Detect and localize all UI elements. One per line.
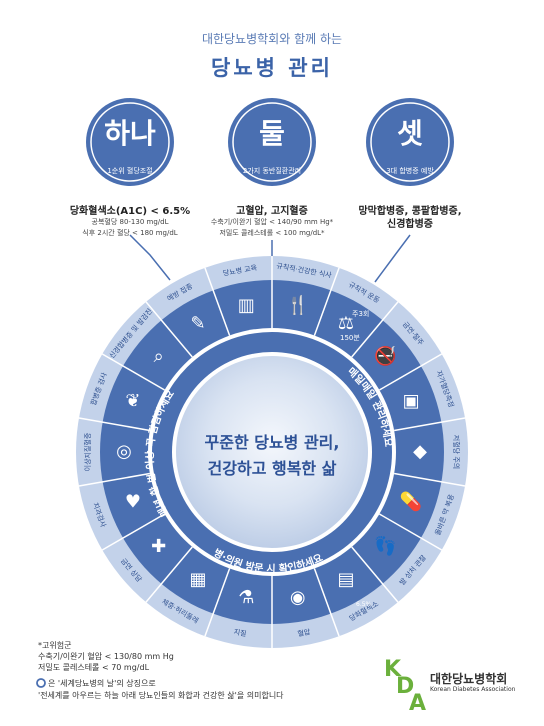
goal-circle-1 [86, 98, 174, 186]
a1c-badge: 6.5% [356, 601, 372, 608]
wheel-outer-label: 이상지질혈증 [83, 432, 92, 471]
glucose-meter-icon: ▣ [403, 390, 420, 411]
goal-circle-2 [228, 98, 316, 186]
svg-text:K: K [384, 657, 402, 682]
notebook-icon: ▥ [238, 295, 255, 316]
goal-1-label: 당화혈색소(A1C) < 6.5% [69, 206, 191, 217]
wheel-spoke [351, 546, 399, 603]
a1c-chart-icon: ▤ [337, 569, 354, 590]
exercise-note-frequency: 주3회 [352, 310, 369, 318]
wheel-spoke [78, 472, 151, 487]
kda-logo-mark: K D A [384, 657, 426, 716]
tooth-heart-icon: ♥ [125, 492, 141, 513]
wheel-outer-label: 저혈당 주의 [452, 435, 461, 469]
exercise-note-minutes: 150분 [340, 334, 360, 342]
wheel-spoke [313, 568, 340, 637]
candy-icon: ◆ [413, 441, 427, 462]
goal-circle-3 [366, 98, 454, 186]
footnote-symbol: 은 '세계당뇨병의 날'의 상징으로 [48, 679, 156, 688]
wheel-spoke [313, 267, 340, 336]
wheel-spoke [78, 417, 151, 432]
goal-2-label: 고혈압, 고지혈증 [236, 206, 308, 217]
magnifier-foot-icon: ⌕ [154, 346, 164, 367]
test-tube-icon: ⚗ [238, 587, 254, 608]
dumbbell-icon: ⚖ [338, 313, 354, 334]
wheel-outer-label: 지질 [233, 627, 247, 638]
subtitle: 대한당뇨병학회와 함께 하는 [201, 32, 343, 46]
goal-2-detail-2: 저밀도 콜레스테롤 < 100 mg/dL* [219, 229, 325, 237]
blue-circle-symbol-icon [36, 678, 46, 688]
wheel-spoke [145, 301, 193, 358]
goal-1-tag: 1순위 혈당조절 [107, 167, 153, 175]
no-smoking-icon: 🚭 [374, 345, 396, 367]
kidney-icon: ❦ [125, 390, 140, 411]
blood-pressure-icon: ◉ [290, 587, 306, 608]
wheel-spoke [379, 353, 443, 391]
svg-text:D: D [396, 674, 414, 699]
wheel-spoke [351, 301, 399, 358]
wheel-spoke [204, 267, 231, 336]
wheel-spoke [393, 472, 466, 487]
svg-text:A: A [409, 691, 426, 716]
fork-spoon-icon: 🍴 [286, 294, 308, 316]
goal-1-detail-1: 공복혈당 80-130 mg/dL [91, 218, 169, 226]
footnote-star: *고위험군 [38, 641, 72, 650]
wheel-spoke [204, 568, 231, 637]
footnote-ldl: 저밀도 콜레스테롤 < 70 mg/dL [38, 663, 150, 672]
syringe-icon: ✎ [190, 313, 205, 334]
goal-3-numeral: 셋 [397, 117, 423, 150]
goal-1-numeral: 하나 [104, 117, 156, 150]
wheel-spoke [393, 417, 466, 432]
goal-3-tag: 3대 합병증 예방 [386, 167, 434, 175]
scale-icon: ▦ [189, 569, 206, 590]
goal-3-label: 망막합병증, 콩팥합병증, [358, 206, 462, 217]
pill-icon: 💊 [400, 491, 422, 513]
goal-2-numeral: 둘 [259, 117, 285, 150]
foot-icon: 👣 [374, 535, 396, 557]
goal-2-detail-1: 수축기/이완기 혈압 < 140/90 mm Hg* [210, 218, 334, 226]
goal-3-label-2: 신경합병증 [387, 219, 433, 230]
wheel-spoke [379, 513, 443, 551]
page-title: 당뇨병 관리 [211, 56, 333, 80]
center-text-line2: 건강하고 행복한 삶 [208, 459, 337, 478]
wheel-spoke [101, 513, 165, 551]
footnote-meaning: '전세계를 아우르는 하늘 아래 당뇨인들의 화합과 건강한 삶'을 의미합니다 [38, 691, 284, 700]
no-smoking-doctor-icon: ✚ [151, 536, 166, 557]
connector-line-1 [129, 234, 171, 281]
wheel-spoke [101, 353, 165, 391]
goal-2-tag: 2가지 동반질환관리 [242, 167, 302, 175]
goal-1-detail-2: 식후 2시간 혈당 < 180 mg/dL [82, 229, 178, 237]
connector-line-3 [374, 234, 411, 283]
logo-name: 대한당뇨병학회 [430, 672, 508, 686]
center-text-line1: 꾸준한 당뇨병 관리, [205, 433, 340, 452]
wheel-spoke [145, 546, 193, 603]
eye-icon: ◎ [116, 441, 132, 462]
footnote-bp: 수축기/이완기 혈압 < 130/80 mm Hg [38, 652, 174, 661]
wheel-center-sky [176, 356, 368, 548]
wheel-outer-label: 혈압 [297, 627, 312, 638]
logo-english: Korean Diabetes Association [430, 686, 516, 693]
